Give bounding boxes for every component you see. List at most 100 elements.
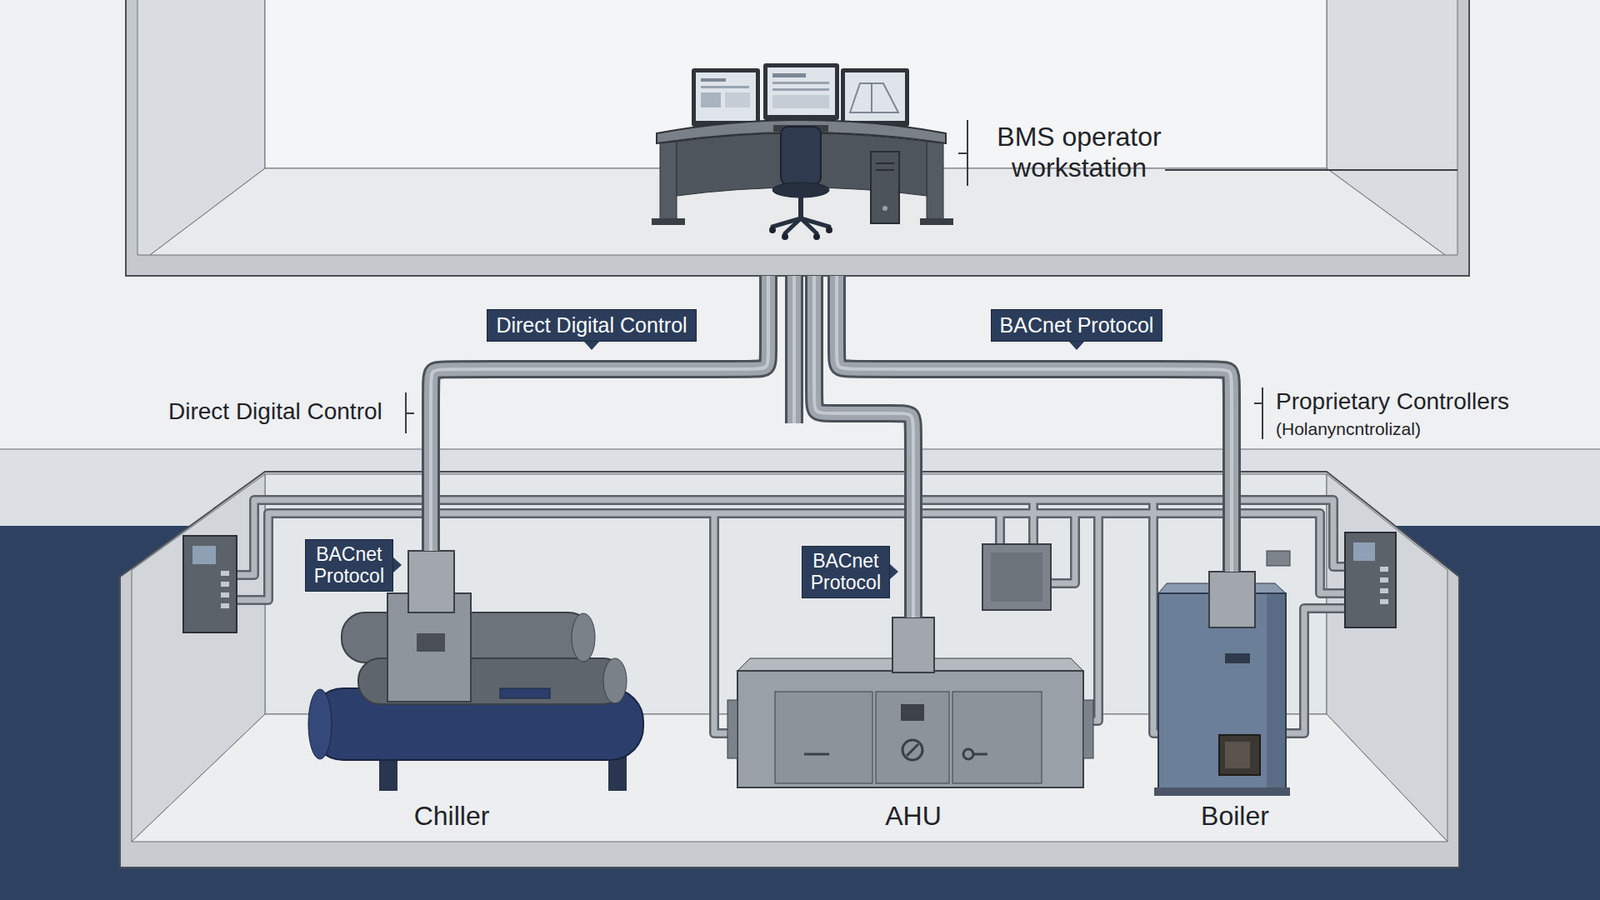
operator-workstation bbox=[875, 169, 895, 171]
boiler bbox=[1154, 787, 1290, 796]
edge-label: BACnet Protocol bbox=[1000, 313, 1155, 338]
operator-workstation bbox=[700, 85, 750, 89]
operator-workstation bbox=[781, 233, 789, 240]
node-label: BMS operator workstation bbox=[979, 121, 1180, 184]
operator-workstation bbox=[850, 83, 899, 113]
conduit-connector bbox=[430, 275, 769, 551]
operator-workstation bbox=[763, 63, 840, 120]
operator-workstation bbox=[870, 83, 873, 113]
service-pipes bbox=[236, 513, 1345, 600]
boiler bbox=[1225, 741, 1250, 769]
leader-bracket bbox=[1165, 169, 1458, 171]
tag-text: BACnet Protocol bbox=[314, 543, 385, 588]
control-panel bbox=[1380, 588, 1389, 594]
conduit-highlight bbox=[430, 275, 769, 551]
equipment-node: Chiller bbox=[305, 550, 654, 837]
operator-workstation bbox=[772, 81, 830, 85]
control-panel bbox=[1353, 542, 1375, 561]
operator-workstation bbox=[882, 205, 888, 211]
edge-label: Direct Digital Control bbox=[495, 313, 687, 338]
chiller bbox=[416, 633, 445, 652]
service-pipes bbox=[1028, 500, 1039, 545]
operator-workstation bbox=[660, 141, 677, 222]
control-panel bbox=[220, 592, 230, 598]
boiler bbox=[1225, 653, 1250, 664]
conduit-stub bbox=[787, 275, 801, 424]
control-panel bbox=[220, 570, 230, 576]
operator-workstation bbox=[800, 218, 817, 234]
operator-workstation bbox=[785, 218, 801, 234]
service-pipes bbox=[1285, 608, 1345, 734]
operator-workstation bbox=[870, 151, 900, 224]
control-panel bbox=[220, 581, 230, 587]
annotation-label: Proprietary Controllers bbox=[1275, 388, 1510, 415]
tag-pointer bbox=[1069, 341, 1085, 350]
air-handling-unit bbox=[875, 691, 950, 784]
conduit-stub bbox=[792, 275, 796, 424]
boiler bbox=[1154, 571, 1290, 796]
air-handling-unit bbox=[906, 744, 919, 756]
service-pipes bbox=[997, 513, 1004, 545]
service-pipes bbox=[1050, 513, 1075, 584]
service-pipes bbox=[1030, 500, 1037, 545]
operator-workstation bbox=[845, 72, 905, 121]
control-panel bbox=[192, 545, 216, 565]
air-handling-unit bbox=[1083, 700, 1094, 759]
protocol-tag: BACnet Protocol bbox=[305, 539, 394, 592]
conduit-connector bbox=[836, 275, 1232, 572]
tag-pointer bbox=[584, 341, 600, 350]
air-handling-unit bbox=[727, 700, 738, 759]
air-handling-unit bbox=[973, 753, 988, 756]
operator-workstation bbox=[798, 196, 804, 219]
conduit-body bbox=[836, 275, 1232, 572]
operator-workstation bbox=[725, 92, 750, 108]
annotation-label: Direct Digital Control bbox=[168, 398, 383, 425]
lower-room bbox=[120, 471, 1460, 868]
tag-text: BACnet Protocol bbox=[810, 550, 881, 595]
control-panel bbox=[1380, 577, 1389, 583]
conduit-outline bbox=[430, 275, 769, 551]
operator-workstation bbox=[780, 126, 821, 185]
operator-workstation bbox=[825, 226, 833, 234]
chiller bbox=[571, 613, 595, 662]
protocol-tag: BACnet Protocol bbox=[801, 545, 890, 599]
air-handling-unit bbox=[952, 691, 1042, 784]
chiller bbox=[308, 689, 332, 760]
control-panel bbox=[1345, 532, 1396, 628]
node-label: AHU bbox=[885, 800, 942, 832]
chiller bbox=[500, 688, 550, 699]
service-pipes bbox=[1083, 513, 1099, 721]
operator-workstation bbox=[772, 182, 830, 198]
operator-workstation bbox=[875, 162, 895, 165]
air-handling-unit bbox=[902, 740, 923, 760]
conduit-body bbox=[430, 275, 769, 551]
air-handling-unit bbox=[963, 749, 974, 760]
operator-workstation bbox=[920, 218, 954, 225]
control-panel bbox=[990, 552, 1043, 602]
conduit-stub bbox=[785, 275, 804, 424]
upper-room bbox=[125, 0, 1470, 276]
operator-workstation bbox=[772, 73, 806, 78]
leader-bracket bbox=[1261, 387, 1264, 440]
upper-room bbox=[125, 0, 1470, 276]
operator-workstation bbox=[840, 68, 910, 127]
control-panel bbox=[220, 603, 230, 609]
control-panel bbox=[1380, 599, 1389, 605]
control-panel bbox=[1266, 550, 1290, 566]
air-handling-unit bbox=[900, 704, 925, 721]
operator-workstation bbox=[767, 67, 835, 115]
operator-workstation bbox=[813, 233, 820, 240]
equipment-node: AHU bbox=[729, 617, 1088, 837]
control-panel bbox=[183, 535, 237, 633]
protocol-tag: BACnet Protocol bbox=[990, 309, 1164, 342]
service-pipes bbox=[1050, 513, 1075, 584]
service-pipes bbox=[1285, 608, 1345, 734]
control-panel bbox=[982, 544, 1051, 610]
background bbox=[0, 448, 1600, 450]
node-label: Boiler bbox=[1200, 800, 1270, 832]
service-pipes bbox=[995, 513, 1005, 545]
chiller bbox=[408, 550, 455, 613]
operator-workstation bbox=[700, 92, 721, 108]
operator-workstation bbox=[769, 226, 776, 234]
